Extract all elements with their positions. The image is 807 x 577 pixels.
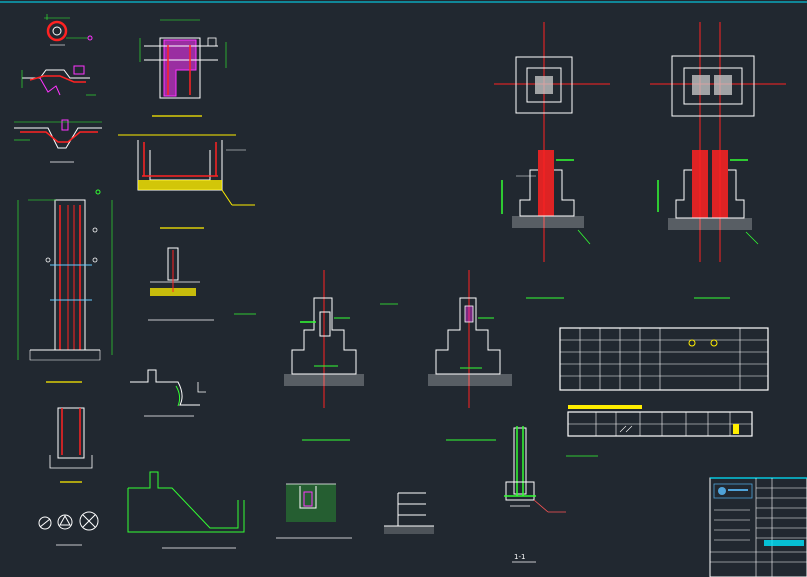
detail-column-1-1: 1-1 [504,426,566,563]
rebar-schedule-table [559,327,769,391]
title-block [709,477,807,577]
detail-beam-joint-1 [21,65,96,96]
detail-ramp-section [127,471,245,549]
section-label-1-1: 1-1 [514,553,525,561]
detail-beam-joint-2 [14,119,102,163]
detail-trench-section [276,483,352,539]
detail-column-beam-joint [139,19,227,117]
legend-table [567,405,753,437]
detail-pile-cap-plan [44,14,93,46]
detail-tall-column [17,189,113,383]
detail-pit-section [118,134,255,229]
detail-step-lines [384,492,434,534]
footing-section-b [428,270,512,441]
footing-plan-right-2 [650,22,786,299]
footing-plan-right-1 [494,22,610,299]
footing-section-a [284,270,364,441]
detail-rebar-symbols [38,511,99,546]
detail-short-column [49,407,93,483]
detail-channel-section [130,369,206,417]
detail-wall-footing-small [148,247,214,321]
